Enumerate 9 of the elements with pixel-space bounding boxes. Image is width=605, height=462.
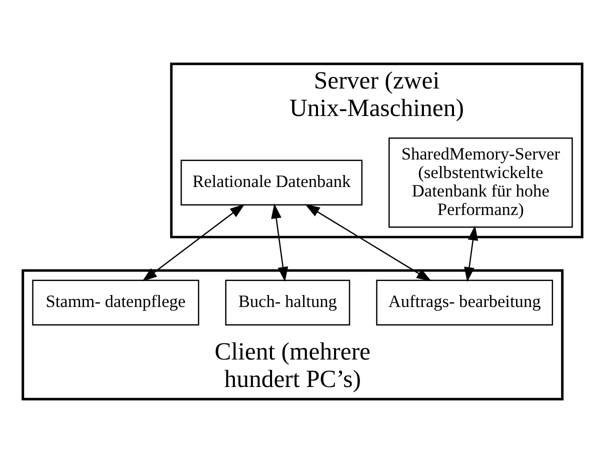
arrow (142, 204, 245, 281)
arrow (271, 203, 288, 282)
node-box: SharedMemory-Server (selbstentwickelte Datenbank für hohe Performanz) (388, 136, 573, 228)
node-box: Relationale Datenbank (180, 159, 362, 206)
node-box: Auftrags- bearbeitung (376, 279, 554, 326)
arrow (464, 224, 478, 282)
arrow (304, 204, 432, 281)
node-box: Stamm- datenpflege (32, 279, 200, 326)
node-box: Buch- haltung (225, 279, 350, 326)
